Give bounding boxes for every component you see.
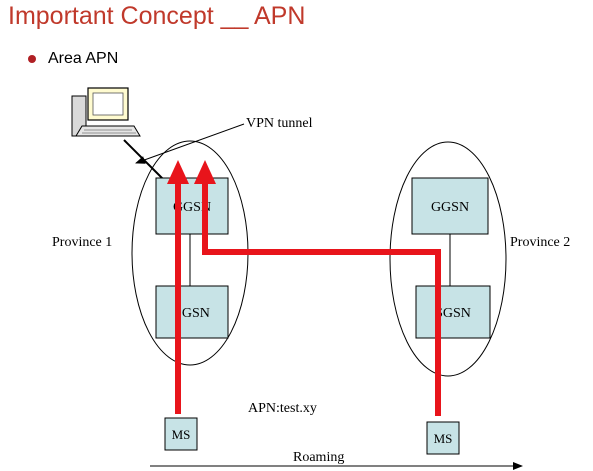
province1-ms-label: MS [172, 427, 191, 442]
province2-ms-box [426, 421, 460, 455]
roaming-label: Roaming [293, 450, 344, 465]
roaming-tunnel-arrowhead [194, 160, 216, 184]
bullet-dot-icon [28, 55, 36, 63]
province1-ms-box [164, 417, 198, 451]
local-tunnel-arrowhead [167, 160, 189, 184]
tunnel-paths [167, 160, 441, 416]
roaming-tunnel-line [202, 180, 441, 416]
province1-sgsn-label: SGSN [174, 306, 210, 321]
province1-sgsn-box [155, 285, 229, 339]
province2-ggsn-box [411, 177, 489, 235]
vpn-pointer-arrow [135, 123, 245, 164]
apn-label: APN:test.xy [248, 401, 317, 416]
province2-ellipse [389, 141, 507, 377]
desktop-computer-icon [71, 87, 141, 137]
province2-sgsn-label: SGSN [435, 306, 471, 321]
province2-ggsn-label: GGSN [431, 200, 469, 215]
province1-label: Province 1 [52, 235, 112, 250]
province2-sgsn-box [415, 285, 491, 339]
province1-ggsn-label: GGSN [173, 200, 211, 215]
bullet-label: Area APN [48, 50, 119, 67]
province2-ms-label: MS [434, 431, 453, 446]
vpn-tunnel-label: VPN tunnel [246, 116, 313, 131]
bullet-item: Area APN [28, 50, 118, 68]
page-title: Important Concept __ APN [8, 2, 306, 30]
province2-label: Province 2 [510, 235, 570, 250]
province1-ggsn-box [155, 177, 229, 235]
